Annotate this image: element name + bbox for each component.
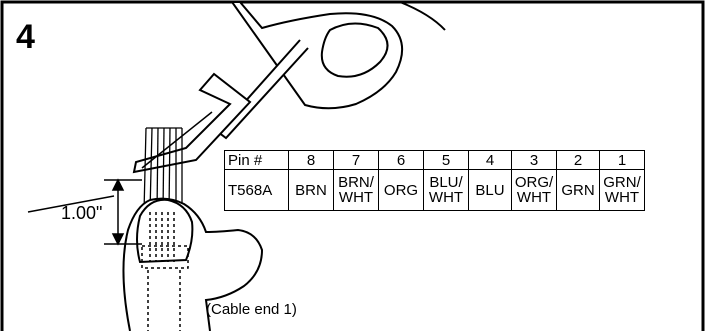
wire-color: ORG (378, 169, 424, 211)
wire-color: BRN/ WHT (333, 169, 379, 211)
fingertip (136, 198, 194, 264)
pin-number: 8 (288, 150, 334, 170)
wire-color: GRN/ WHT (599, 169, 645, 211)
pin-header-label: Pin # (224, 150, 289, 170)
pin-number: 3 (511, 150, 557, 170)
t568a-color-row: T568A BRN BRN/ WHT ORG BLU/ WHT BLU ORG/… (224, 169, 645, 211)
pin-number: 7 (333, 150, 379, 170)
thumb (230, 1, 403, 110)
cutter-body (132, 72, 252, 174)
hidden-cable (141, 212, 189, 331)
pin-table: Pin # 8 7 6 5 4 3 2 1 T568A BRN BRN/ WHT… (224, 150, 645, 211)
pin-number-row: Pin # 8 7 6 5 4 3 2 1 (224, 150, 645, 170)
pin-number: 4 (468, 150, 512, 170)
finger-upper (399, 1, 446, 31)
pin-number: 5 (423, 150, 469, 170)
cable-end-caption: (Cable end 1) (206, 301, 297, 318)
wire-color: BRN (288, 169, 334, 211)
wire-color: BLU/ WHT (423, 169, 469, 211)
wire-color: ORG/ WHT (511, 169, 557, 211)
dimension-marker (27, 178, 142, 246)
pin-number: 1 (599, 150, 645, 170)
wire-color: BLU (468, 169, 512, 211)
pin-number: 6 (378, 150, 424, 170)
thumbnail (320, 22, 389, 78)
standard-label: T568A (224, 169, 289, 211)
wire-color: GRN (556, 169, 600, 211)
cutter-edge (141, 111, 213, 169)
pin-number: 2 (556, 150, 600, 170)
step-number: 4 (16, 18, 35, 56)
measurement-label: 1.00" (61, 203, 103, 223)
